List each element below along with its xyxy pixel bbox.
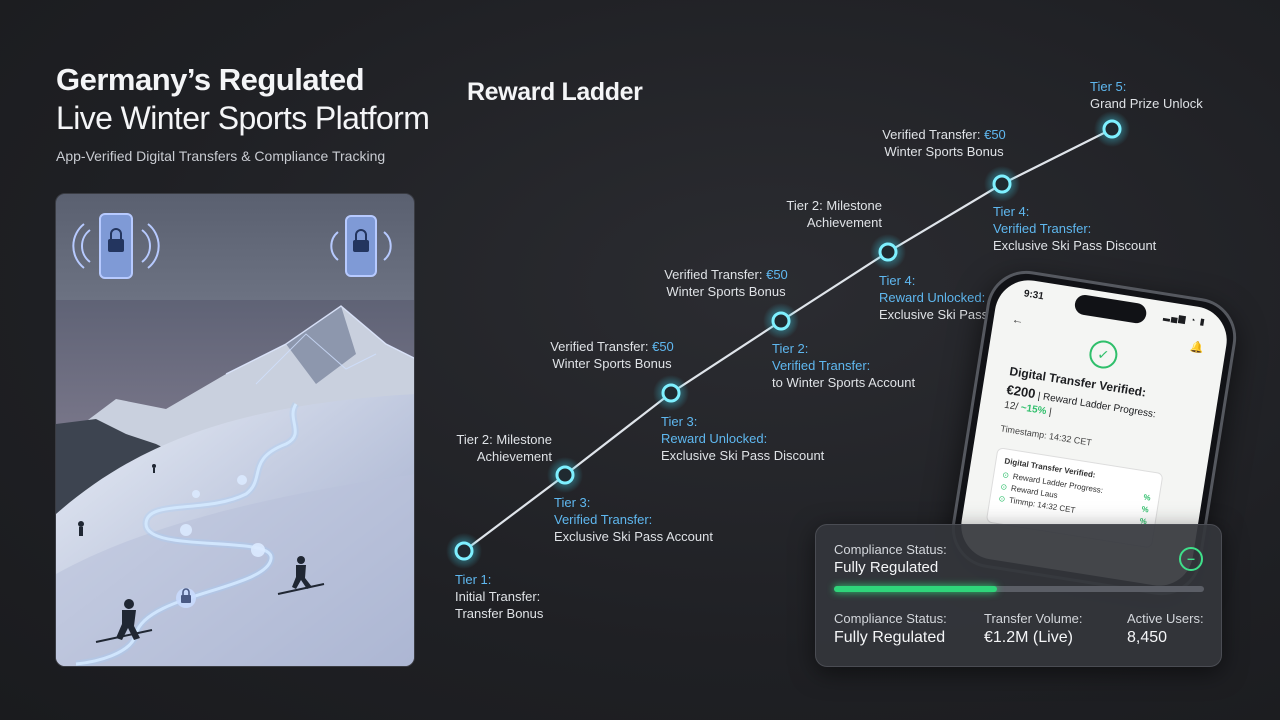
hero-image xyxy=(55,193,415,667)
bell-icon[interactable]: 🔔 xyxy=(1189,341,1205,356)
stat-value-compliance: Fully Regulated xyxy=(834,629,946,646)
ladder-label-tier4-transfer: Tier 4: Verified Transfer: Exclusive Ski… xyxy=(993,204,1157,253)
check-circle-icon: ✓ xyxy=(1087,338,1120,371)
ladder-label-tier3-reward: Tier 3: Reward Unlocked: Exclusive Ski P… xyxy=(661,414,825,463)
compliance-progress-bar xyxy=(834,586,1204,592)
ladder-label-tier5: Tier 5: Grand Prize Unlock xyxy=(1090,79,1203,111)
compliance-status-label: Compliance Status: xyxy=(834,542,947,557)
ladder-node xyxy=(446,533,482,569)
page-title-line1: Germany’s Regulated xyxy=(56,62,365,97)
ladder-node xyxy=(547,457,583,493)
page-subtitle: App-Verified Digital Transfers & Complia… xyxy=(56,148,386,164)
stat-value-active-users: 8,450 xyxy=(1127,629,1168,646)
stat-label-active-users: Active Users: xyxy=(1127,611,1204,626)
ladder-label-milestone-1: Tier 2: Milestone Achievement xyxy=(456,432,552,464)
ladder-label-bonus-3: Verified Transfer: €50 Winter Sports Bon… xyxy=(882,127,1006,159)
status-icons: ▂▄▆ ◔ ▮ xyxy=(1162,310,1207,328)
ladder-label-milestone-2: Tier 2: Milestone Achievement xyxy=(786,198,882,230)
status-time: 9:31 xyxy=(1023,288,1045,303)
back-arrow-icon[interactable]: ← xyxy=(1010,311,1025,328)
transfer-timestamp: Timestamp: 14:32 CET xyxy=(999,423,1093,448)
compliance-progress-fill xyxy=(834,586,997,592)
ladder-node xyxy=(653,375,689,411)
ladder-node xyxy=(1094,111,1130,147)
phone-lock-icon xyxy=(72,213,160,279)
ladder-label-tier3-transfer: Tier 3: Verified Transfer: Exclusive Ski… xyxy=(554,495,713,544)
compliance-panel: Compliance Status: Fully Regulated – Com… xyxy=(815,524,1222,667)
stat-label-compliance: Compliance Status: xyxy=(834,611,947,626)
page-title-line2: Live Winter Sports Platform xyxy=(56,100,430,136)
ladder-node xyxy=(763,303,799,339)
minus-circle-icon[interactable]: – xyxy=(1179,547,1203,571)
reward-ladder-title: Reward Ladder xyxy=(467,78,643,106)
stat-label-transfer-volume: Transfer Volume: xyxy=(984,611,1083,626)
ladder-label-tier2-transfer: Tier 2: Verified Transfer: to Winter Spo… xyxy=(772,341,916,390)
phone-lock-icon xyxy=(330,215,392,277)
ladder-node xyxy=(984,166,1020,202)
compliance-status-value: Fully Regulated xyxy=(834,559,939,576)
ladder-node xyxy=(870,234,906,270)
phone-notch xyxy=(1073,293,1148,325)
ladder-label-tier1: Tier 1: Initial Transfer: Transfer Bonus xyxy=(455,572,544,621)
lock-icon xyxy=(180,475,265,557)
ladder-label-bonus-1: Verified Transfer: €50 Winter Sports Bon… xyxy=(550,339,674,371)
stat-value-transfer-volume: €1.2M (Live) xyxy=(984,629,1073,646)
ladder-label-bonus-2: Verified Transfer: €50 Winter Sports Bon… xyxy=(664,267,788,299)
